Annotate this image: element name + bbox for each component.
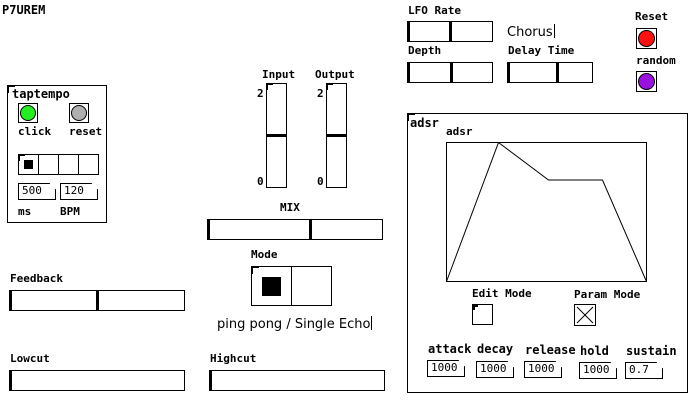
ms-label: ms <box>18 205 32 218</box>
lfo-rate-label: LFO Rate <box>408 4 461 17</box>
param-mode-label: Param Mode <box>574 288 641 301</box>
window-title: P7UREM <box>2 3 46 17</box>
delay-time-slider[interactable] <box>507 62 593 83</box>
feedback-label: Feedback <box>10 272 63 285</box>
reset-tempo-bang[interactable] <box>69 103 89 123</box>
edit-mode-label: Edit Mode <box>472 287 532 300</box>
reset-label: reset <box>69 125 103 138</box>
reset-all-bang[interactable] <box>636 28 657 49</box>
output-min-label: 0 <box>317 175 324 188</box>
chorus-symbol[interactable]: Chorus <box>507 24 555 40</box>
mode-description: ping pong / Single Echo <box>217 316 373 332</box>
input-slider-handle[interactable] <box>267 134 286 137</box>
edit-mode-toggle[interactable] <box>472 304 493 325</box>
sustain-label: sustain <box>626 344 677 358</box>
highcut-label: Highcut <box>210 352 257 365</box>
sustain-number[interactable]: 0.7 <box>625 362 663 379</box>
random-label: random <box>636 54 676 67</box>
adsr-panel-label: adsr <box>410 116 439 130</box>
adsr-graph-label: adsr <box>446 125 473 138</box>
mode-radio[interactable] <box>251 266 332 306</box>
depth-label: Depth <box>408 44 442 57</box>
lfo-rate-slider[interactable] <box>407 21 493 42</box>
mix-slider-handle[interactable] <box>309 220 312 239</box>
mix-slider[interactable] <box>207 219 383 240</box>
mode-label: Mode <box>251 248 278 261</box>
lfo-rate-slider-handle[interactable] <box>449 22 452 41</box>
decay-number[interactable]: 1000 <box>476 361 514 378</box>
feedback-slider[interactable] <box>9 290 185 311</box>
adsr-envelope-graph[interactable] <box>446 142 647 282</box>
input-max-label: 2 <box>257 87 264 100</box>
depth-slider-handle[interactable] <box>450 63 453 82</box>
random-bang[interactable] <box>636 71 657 92</box>
input-min-label: 0 <box>257 175 264 188</box>
highcut-slider[interactable] <box>209 370 385 391</box>
hold-number[interactable]: 1000 <box>579 362 617 379</box>
decay-label: decay <box>477 342 514 356</box>
param-mode-toggle[interactable] <box>574 304 596 326</box>
release-label: release <box>525 343 576 357</box>
depth-slider[interactable] <box>407 62 493 83</box>
output-slider-handle[interactable] <box>327 134 346 137</box>
attack-number[interactable]: 1000 <box>427 360 465 377</box>
click-label: click <box>18 125 52 138</box>
attack-label: attack <box>428 342 472 356</box>
delay-time-slider-handle[interactable] <box>556 63 559 82</box>
mix-label: MIX <box>280 201 300 214</box>
reset-all-indicator <box>638 30 655 47</box>
tap-radio-selected <box>24 160 33 169</box>
delay-time-label: Delay Time <box>508 44 575 57</box>
bpm-number[interactable]: 120 <box>60 183 98 200</box>
feedback-slider-handle[interactable] <box>96 291 99 310</box>
output-slider[interactable] <box>326 83 347 188</box>
reset-bang-indicator <box>71 105 87 121</box>
input-label: Input <box>262 68 296 81</box>
lowcut-label: Lowcut <box>10 352 50 365</box>
taptempo-title: taptempo <box>12 87 70 101</box>
lowcut-slider[interactable] <box>9 370 185 391</box>
tap-radio[interactable] <box>18 154 99 175</box>
mode-radio-selected <box>262 277 281 296</box>
release-number[interactable]: 1000 <box>524 361 562 378</box>
reset-all-label: Reset <box>635 10 669 23</box>
output-label: Output <box>315 68 355 81</box>
param-mode-check-icon <box>576 306 594 324</box>
input-slider[interactable] <box>266 83 287 188</box>
output-max-label: 2 <box>317 87 324 100</box>
hold-label: hold <box>580 344 609 358</box>
adsr-envelope-line[interactable] <box>446 142 647 282</box>
click-bang-indicator <box>20 105 36 121</box>
bpm-label: BPM <box>60 205 80 218</box>
click-bang[interactable] <box>18 103 38 123</box>
ms-number[interactable]: 500 <box>18 183 56 200</box>
random-indicator <box>638 73 655 90</box>
